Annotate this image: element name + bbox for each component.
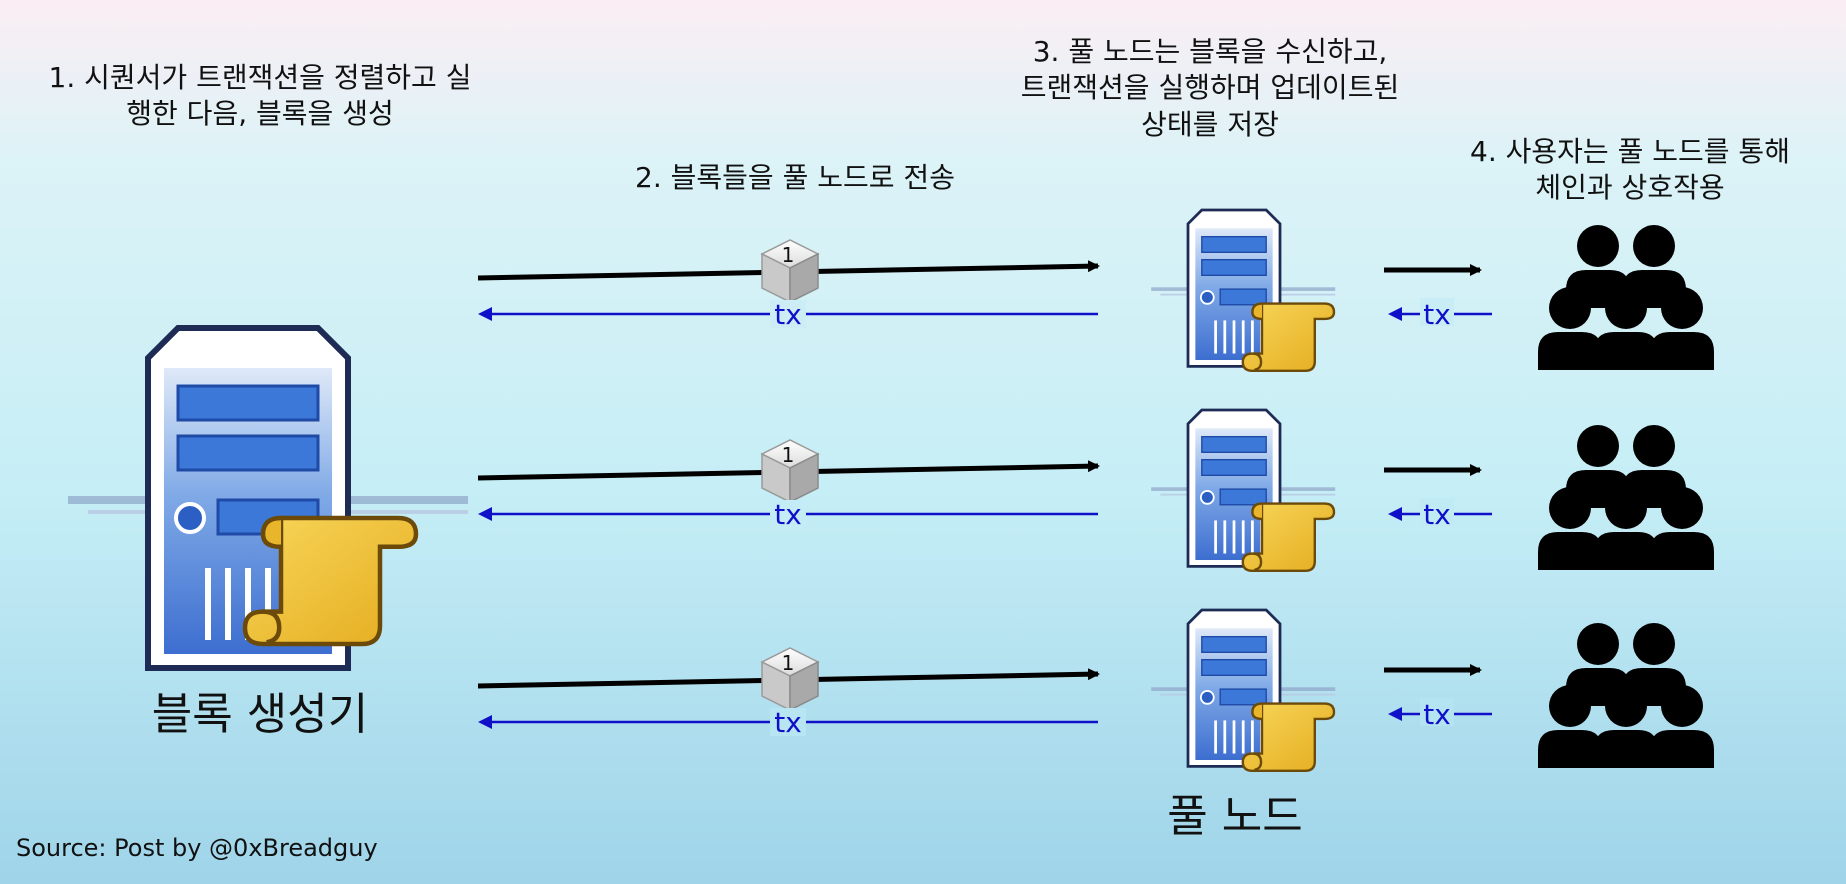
block-cube-icon: 1 xyxy=(761,647,819,711)
step-3-text: 3. 풀 노드는 블록을 수신하고, 트랜잭션을 실행하며 업데이트된 상태를 … xyxy=(960,34,1460,143)
block-producer-label: 블록 생성기 xyxy=(151,689,369,740)
tx-label: tx xyxy=(1423,298,1451,331)
block-cube-icon: 1 xyxy=(761,239,819,303)
tx-label: tx xyxy=(774,706,802,739)
block-number-label: 1 xyxy=(782,243,795,267)
users-group-icon xyxy=(1538,225,1714,370)
step-1-line-1: 1. 시퀀서가 트랜잭션을 정렬하고 실 xyxy=(48,61,472,94)
block-cube-icon: 1 xyxy=(761,439,819,503)
step-4-line-2: 체인과 상호작용 xyxy=(1535,171,1725,205)
tx-label: tx xyxy=(1423,698,1451,731)
full-node-label: 풀 노드 xyxy=(1167,791,1303,842)
row-2: 1 tx tx xyxy=(477,408,1714,572)
step-2-text: 2. 블록들을 풀 노드로 전송 xyxy=(580,160,1010,196)
step-3-line-1: 3. 풀 노드는 블록을 수신하고, xyxy=(1032,35,1388,68)
block-number-label: 1 xyxy=(782,443,795,467)
row-3: 1 tx tx xyxy=(477,608,1714,772)
step-4-line-1: 4. 사용자는 풀 노드를 통해 xyxy=(1470,135,1790,168)
step-2-line-1: 2. 블록들을 풀 노드로 전송 xyxy=(635,161,955,194)
step-3-line-3: 상태를 저장 xyxy=(1141,107,1279,141)
tx-label: tx xyxy=(774,498,802,531)
tx-label: tx xyxy=(774,298,802,331)
step-3-line-2: 트랜잭션을 실행하며 업데이트된 xyxy=(1020,71,1400,105)
block-number-label: 1 xyxy=(782,651,795,675)
row-1: 1 tx tx xyxy=(477,208,1714,372)
step-1-text: 1. 시퀀서가 트랜잭션을 정렬하고 실 행한 다음, 블록을 생성 xyxy=(10,60,510,133)
source-credit: Source: Post by @0xBreadguy xyxy=(16,834,378,862)
step-1-line-2: 행한 다음, 블록을 생성 xyxy=(126,97,394,131)
step-4-text: 4. 사용자는 풀 노드를 통해 체인과 상호작용 xyxy=(1420,134,1840,207)
users-group-icon xyxy=(1538,623,1714,768)
tx-label: tx xyxy=(1423,498,1451,531)
users-group-icon xyxy=(1538,425,1714,570)
